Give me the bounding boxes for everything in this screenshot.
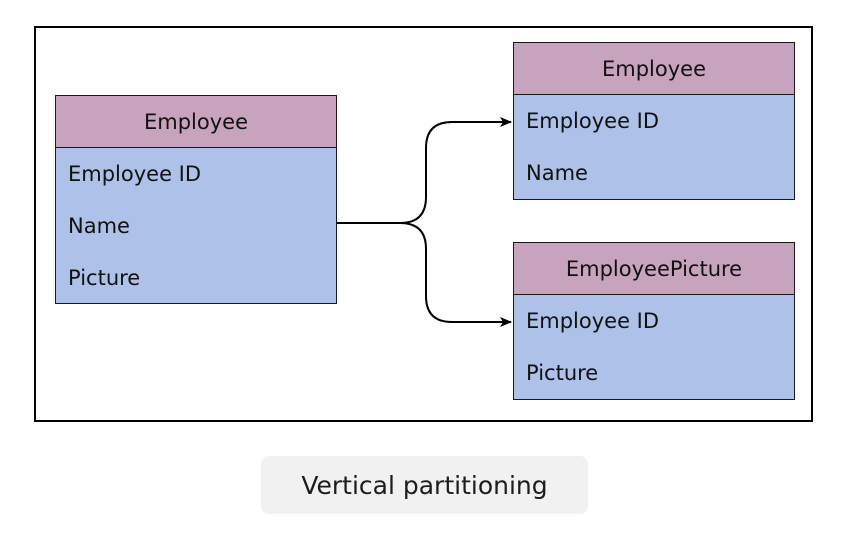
- table-header: EmployeePicture: [514, 243, 794, 295]
- table-header: Employee: [56, 96, 336, 148]
- table-field: Employee ID: [526, 109, 660, 133]
- source-table-employee: Employee Employee ID Name Picture: [55, 95, 337, 304]
- partition-table-employee: Employee Employee ID Name: [513, 42, 795, 200]
- partition-table-employee-picture: EmployeePicture Employee ID Picture: [513, 242, 795, 400]
- table-field: Name: [68, 214, 130, 238]
- table-header: Employee: [514, 43, 794, 95]
- table-field: Name: [526, 161, 588, 185]
- table-field: Picture: [68, 266, 141, 290]
- table-field: Employee ID: [526, 309, 660, 333]
- table-field: Picture: [526, 361, 599, 385]
- table-field: Employee ID: [68, 162, 202, 186]
- diagram-caption: Vertical partitioning: [261, 456, 588, 514]
